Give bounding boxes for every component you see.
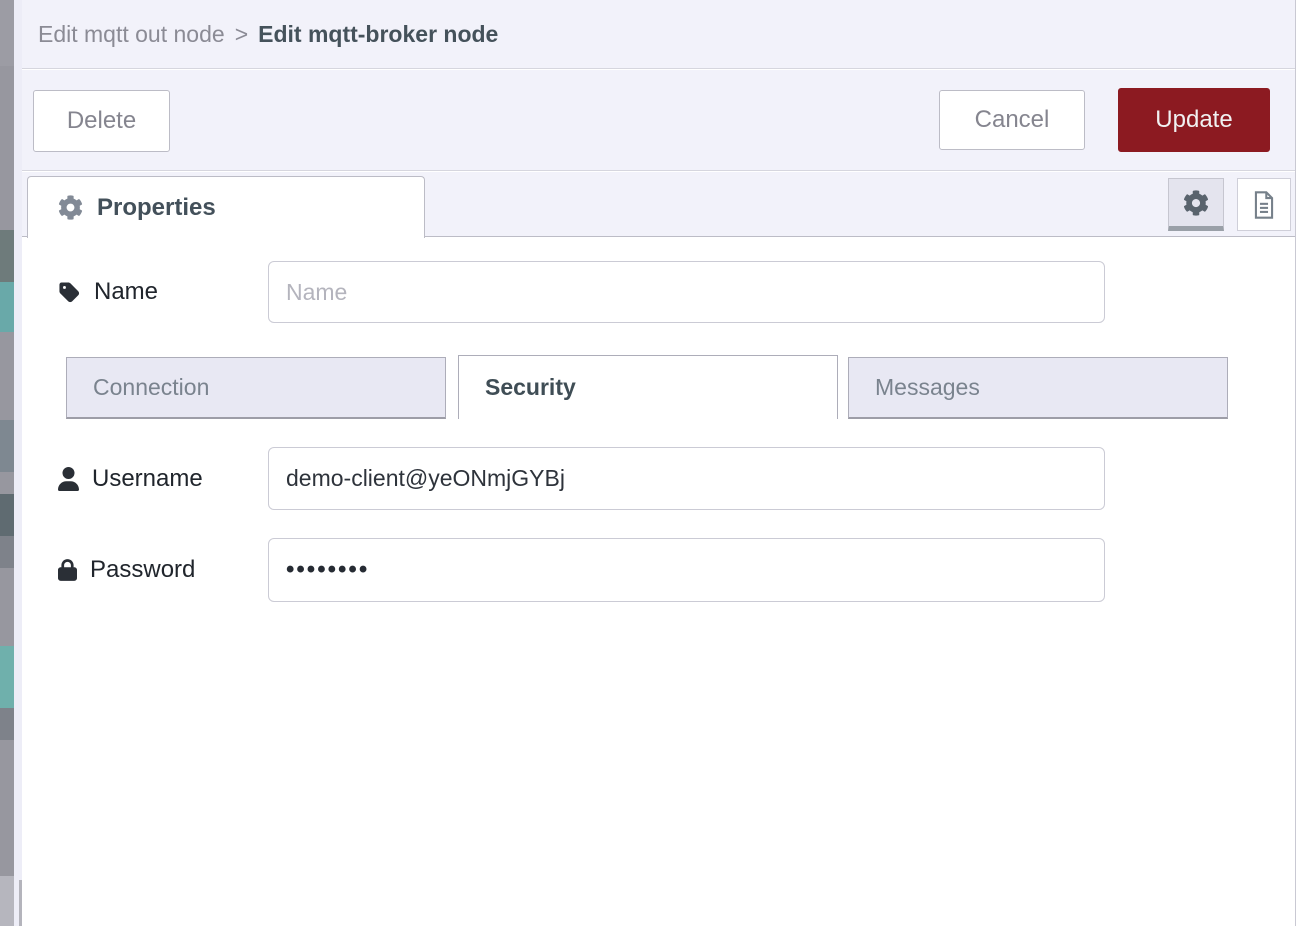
tray-edge-gutter	[14, 0, 22, 926]
tab-connection-label: Connection	[93, 374, 210, 400]
breadcrumb-parent[interactable]: Edit mqtt out node	[38, 20, 225, 47]
username-label: Username	[58, 447, 203, 510]
edit-tray-panel: Edit mqtt out node > Edit mqtt-broker no…	[22, 0, 1296, 926]
gear-icon	[1183, 189, 1209, 216]
delete-button[interactable]: Delete	[33, 90, 170, 152]
breadcrumb: Edit mqtt out node > Edit mqtt-broker no…	[22, 0, 1295, 69]
tag-icon	[58, 281, 81, 304]
password-label: Password	[58, 538, 195, 602]
tab-properties-label: Properties	[97, 193, 216, 221]
file-icon	[1250, 190, 1278, 220]
password-label-text: Password	[90, 556, 196, 583]
breadcrumb-separator: >	[234, 20, 249, 47]
name-input[interactable]	[268, 261, 1105, 323]
password-input[interactable]	[268, 538, 1105, 602]
gear-icon	[58, 195, 83, 220]
username-input[interactable]	[268, 447, 1105, 510]
editor-tab-bar: Properties	[22, 172, 1295, 238]
tab-connection[interactable]: Connection	[66, 357, 446, 419]
cancel-button[interactable]: Cancel	[939, 90, 1085, 150]
user-icon	[58, 466, 79, 491]
node-settings-button[interactable]	[1168, 178, 1224, 231]
name-label-text: Name	[94, 278, 159, 305]
tab-properties[interactable]: Properties	[27, 176, 425, 238]
tab-messages[interactable]: Messages	[848, 357, 1228, 419]
update-button[interactable]: Update	[1118, 88, 1270, 152]
dialog-button-bar: Delete Cancel Update	[22, 70, 1295, 171]
tab-messages-label: Messages	[875, 374, 980, 400]
name-label: Name	[58, 261, 158, 323]
breadcrumb-current: Edit mqtt-broker node	[258, 20, 499, 47]
workspace-edge-strip	[0, 0, 14, 926]
username-label-text: Username	[92, 464, 203, 492]
description-button[interactable]	[1237, 178, 1291, 231]
lock-icon	[58, 559, 77, 581]
tab-security-label: Security	[485, 374, 576, 400]
tab-security[interactable]: Security	[458, 355, 838, 419]
